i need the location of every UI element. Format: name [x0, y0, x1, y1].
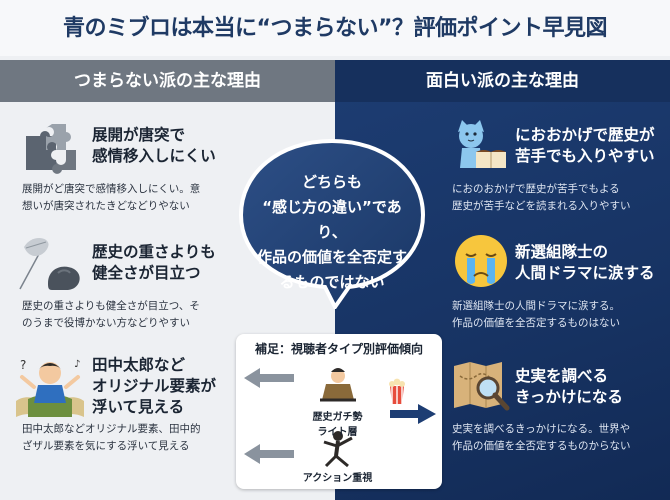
left-item-1-heading-line-1: 展開が唐突で — [92, 126, 186, 144]
right-item-1-heading-line-1: におおかげで歴史が — [515, 126, 655, 144]
bubble-line-3: 作品の価値を全否定す — [256, 248, 407, 266]
bubble-text: どちらも “感じ方の違い”であり、 作品の価値を全否定す るものではない — [252, 170, 412, 295]
left-item-3-heading-line-1: 田中太郎など — [92, 356, 186, 374]
left-item-1-desc-line-1: 展開がど唐突で感情移入しにくい。意 — [22, 183, 201, 195]
arrow-right-icon — [390, 404, 436, 424]
right-item-3-heading-line-1: 史実を調べる — [515, 367, 609, 385]
type2-label: アクション重視 — [302, 473, 373, 484]
right-item-3-desc-line-1: 史実を調べるきっかけになる。世界や — [452, 423, 631, 435]
speech-bubble — [238, 138, 426, 309]
left-item-2-heading-line-1: 歴史の重さよりも — [92, 243, 216, 261]
right-item-2-desc-line-2: 作品の価値を全否定するものはない — [452, 317, 620, 329]
left-item-3-desc-line-1: 田中太郎などオリジナル要素、田中的 — [22, 423, 201, 435]
left-item-2-desc-line-1: 歴史の重さよりも健全さが目立つ、そ — [22, 300, 200, 312]
svg-text:?: ? — [20, 358, 26, 372]
arrow-left-top-icon — [244, 368, 294, 388]
right-item-1-heading-line-2: 苦手でも入りやすい — [515, 147, 655, 165]
supplement-diagram — [244, 368, 436, 468]
right-item-2-heading-line-2: 人間ドラマに涙する — [515, 264, 655, 282]
type1-label-line-1: 歴史ガチ勢 — [312, 412, 363, 423]
supplement-title: 補足：視聴者タイプ別評価傾向 — [254, 342, 423, 356]
left-item-1-desc-line-2: 想いが唐突されたきどなどりやない — [22, 200, 190, 212]
left-item-3-heading-line-2: オリジナル要素が — [92, 377, 217, 395]
cat-reading-book-icon — [458, 120, 506, 168]
action-figure-icon — [323, 431, 353, 468]
right-item-1-desc-line-1: におのおかげで歴史が苦手でもよる — [452, 183, 620, 195]
popcorn-icon — [389, 378, 405, 404]
bubble-line-4: るものではない — [279, 273, 385, 291]
samurai-icon — [320, 368, 356, 402]
arrow-left-bottom-icon — [244, 444, 294, 464]
right-item-2-heading-line-1: 新選組隊士の — [515, 243, 609, 261]
feather-and-stone-icon — [19, 237, 80, 290]
left-item-2-heading-line-2: 健全さが目立つ — [92, 264, 201, 282]
puzzle-pieces-icon — [26, 124, 76, 174]
left-item-3-desc-line-2: ざザル要素を気にする浮いて見える — [22, 440, 190, 452]
bubble-line-2: “感じ方の違い”であり、 — [262, 198, 402, 241]
original-character-icon: ? ♪ — [16, 358, 84, 417]
type1-label-line-2: ライト層 — [317, 427, 358, 438]
svg-text:♪: ♪ — [74, 359, 80, 370]
right-item-1-desc-line-2: 歴史が苦手などを読まれる入りやすい — [452, 200, 631, 212]
left-item-3-heading-line-3: 浮いて見える — [92, 398, 185, 416]
crying-face-icon — [455, 235, 507, 287]
right-item-3-heading-line-2: きっかけになる — [515, 388, 623, 406]
right-item-2-desc-line-1: 新選組隊士の人間ドラマに涙する。 — [452, 300, 620, 312]
left-header: つまらない派の主な理由 — [0, 60, 335, 102]
right-item-3-desc-line-2: 作品の価値を全否定するものからない — [452, 440, 631, 452]
map-magnifier-icon — [454, 362, 510, 411]
bubble-line-1: どちらも — [301, 173, 362, 191]
left-item-1-heading-line-2: 感情移入しにくい — [92, 147, 216, 165]
right-header: 面白い派の主な理由 — [335, 60, 670, 102]
page-title: 青のミブロは本当に“つまらない”？評価ポイント早見図 — [0, 0, 670, 56]
left-item-2-desc-line-2: のうまで役博かない方などりやすい — [22, 317, 190, 329]
